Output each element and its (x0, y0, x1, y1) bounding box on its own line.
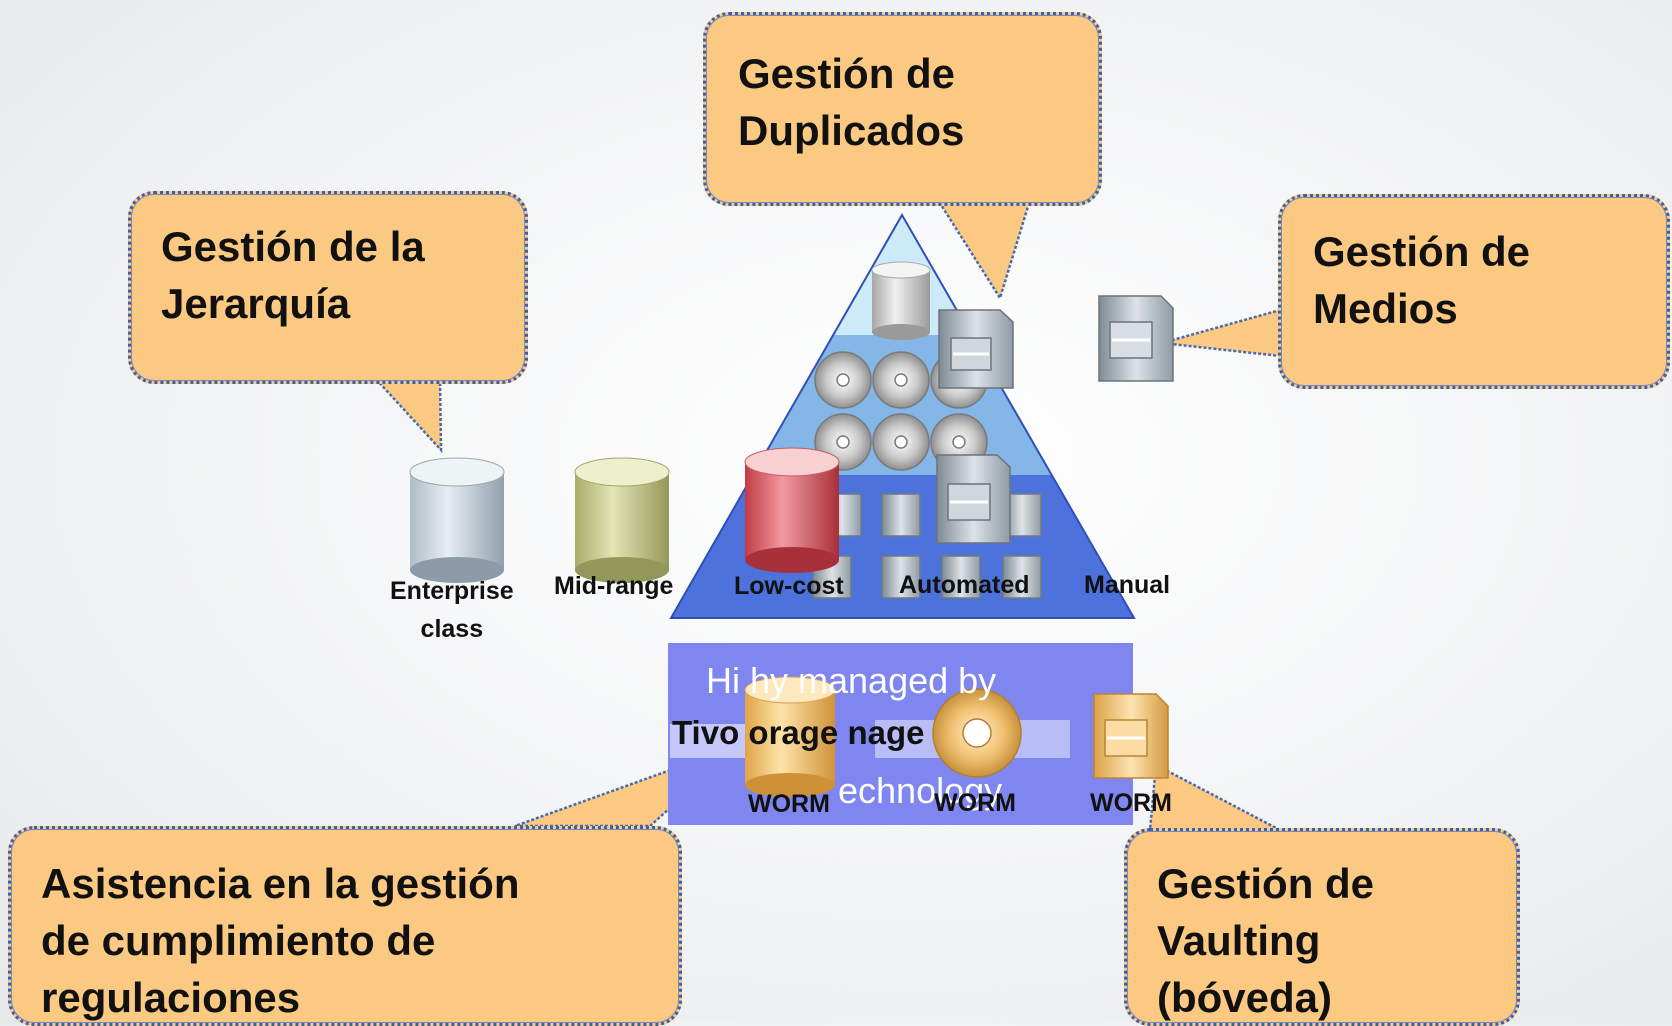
callout-cumplimiento-line-1: Asistencia en la gestión (41, 860, 520, 907)
callout-cumplimiento: Asistencia en la gestión de cumplimiento… (8, 826, 682, 1026)
callout-jerarquia: Gestión de la Jerarquía (128, 191, 528, 384)
callout-cumplimiento-line-3: regulaciones (41, 974, 301, 1021)
callout-pointers (372, 198, 1282, 832)
pyramid-tape-drive-bottom (936, 454, 1011, 544)
worm-optical-disc (932, 688, 1022, 778)
enterprise-label: Enterprise class (390, 572, 514, 648)
pyramid-top-cylinder (871, 261, 931, 340)
callout-vaulting-line-3: (bóveda) (1157, 974, 1333, 1021)
callout-vaulting-line-2: Vaulting (1157, 917, 1321, 964)
callout-vaulting: Gestión de Vaulting (bóveda) (1124, 828, 1520, 1026)
enterprise-label-line-2: class (420, 615, 484, 643)
midrange-cylinder (574, 457, 670, 583)
callout-vaulting-line-1: Gestión de (1157, 860, 1375, 907)
callout-medios-line-2: Medios (1313, 285, 1458, 332)
callout-jerarquia-line-1: Gestión de la (161, 223, 425, 270)
callout-jerarquia-line-2: Jerarquía (161, 280, 351, 327)
worm-tape-cartridge (1093, 693, 1169, 779)
worm-disk-cylinder (744, 676, 836, 797)
worm-optical-label: WORM (934, 789, 1016, 817)
manual-tape-cartridge (1098, 295, 1174, 382)
pyramid-tape-cartridges (812, 493, 1042, 599)
callout-duplicados-line-2: Duplicados (738, 107, 965, 154)
pyramid-tape-drive-top (938, 309, 1014, 389)
callout-duplicados: Gestión de Duplicados (703, 12, 1102, 206)
callout-duplicados-line-1: Gestión de (738, 50, 956, 97)
manual-label: Manual (1084, 571, 1171, 599)
lowcost-cylinder (744, 447, 840, 573)
medios-pointer (1161, 308, 1282, 358)
callout-medios-line-1: Gestión de (1313, 228, 1531, 275)
worm-disk-label: WORM (748, 790, 830, 818)
callout-medios: Gestión de Medios (1278, 194, 1670, 389)
banner-line-2: Tivo orage nage (672, 714, 925, 751)
enterprise-cylinder (409, 457, 505, 583)
duplicados-pointer (935, 198, 1032, 301)
automated-label: Automated (899, 571, 1030, 599)
jerarquia-pointer (372, 376, 443, 454)
banner-line-1: Hi hy managed by (706, 660, 997, 701)
enterprise-label-line-1: Enterprise (390, 577, 514, 605)
banner-line-3: echnology (838, 770, 1003, 811)
midrange-label: Mid-range (554, 572, 674, 600)
callout-cumplimiento-line-2: de cumplimiento de (41, 917, 436, 964)
worm-tape-label: WORM (1090, 789, 1172, 817)
lowcost-label: Low-cost (734, 572, 844, 600)
